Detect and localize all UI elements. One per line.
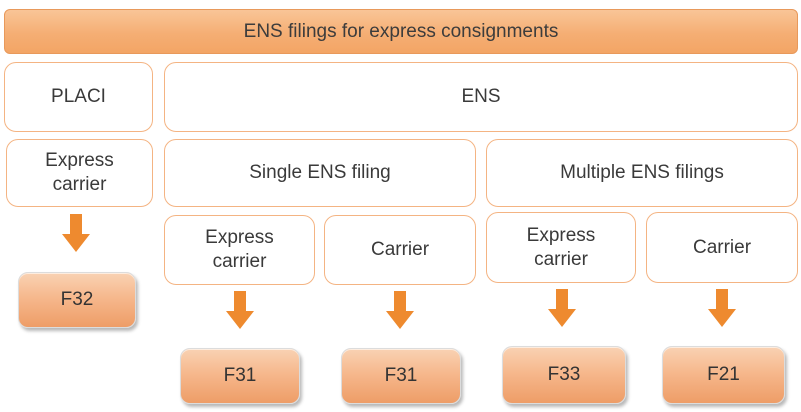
form-f33: F33 <box>502 346 626 404</box>
form-f32: F32 <box>18 272 136 328</box>
form-f21: F21 <box>662 346 785 404</box>
multiple-express-carrier-box: Express carrier <box>486 212 636 283</box>
single-express-carrier-box: Express carrier <box>164 215 315 285</box>
single-carrier-box: Carrier <box>324 215 476 285</box>
down-arrow-icon <box>548 289 576 327</box>
down-arrow-icon <box>708 289 736 327</box>
placi-box: PLACI <box>4 62 153 132</box>
form-f31-carrier: F31 <box>341 348 461 404</box>
down-arrow-icon <box>62 214 90 252</box>
placi-express-carrier-box: Express carrier <box>6 139 153 207</box>
form-f31-express: F31 <box>180 348 300 404</box>
diagram-title: ENS filings for express consignments <box>4 9 798 54</box>
single-ens-filing-box: Single ENS filing <box>164 139 476 207</box>
multiple-ens-filings-box: Multiple ENS filings <box>486 139 798 207</box>
down-arrow-icon <box>386 291 414 329</box>
ens-box: ENS <box>164 62 798 132</box>
multiple-carrier-box: Carrier <box>646 212 798 283</box>
down-arrow-icon <box>226 291 254 329</box>
